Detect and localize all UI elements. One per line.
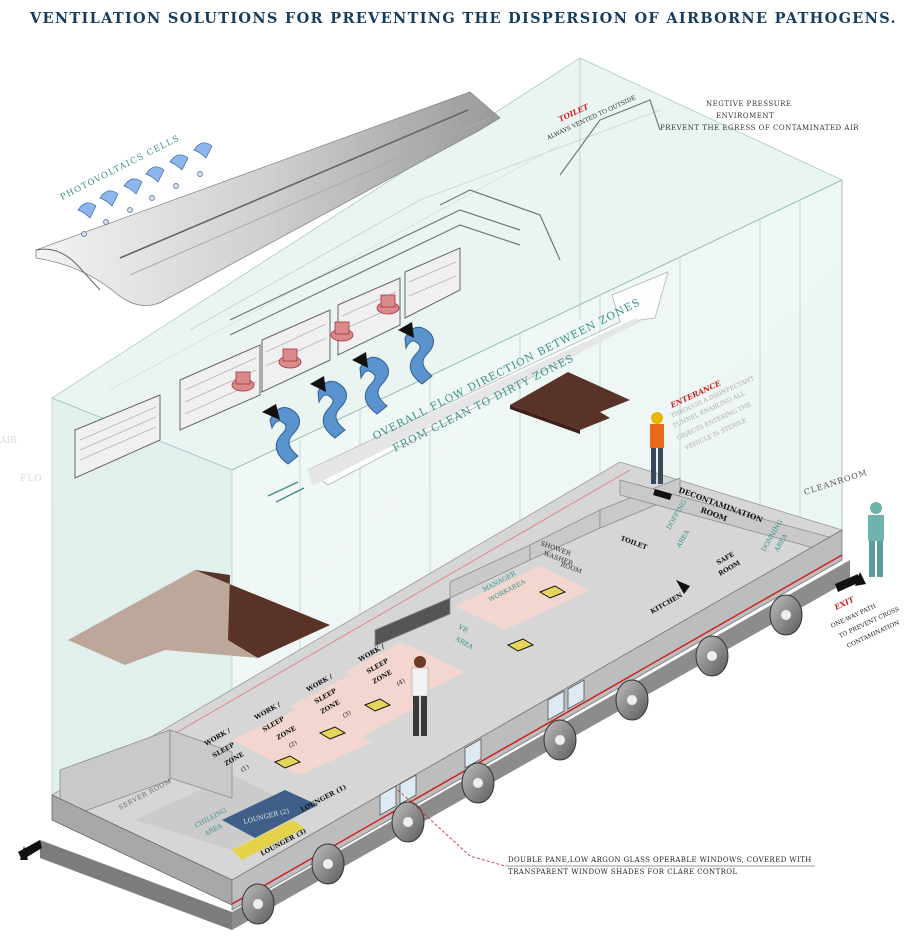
zone1-n: (1) <box>240 763 251 773</box>
ventilation-ducts <box>229 99 661 336</box>
vehicle-floor <box>51 461 843 881</box>
pv-label: PHOTOVOLTAICS CELLS <box>59 133 182 202</box>
medic-figure-exit <box>868 502 884 577</box>
wheel-hubs <box>253 610 791 909</box>
windows-note-2: TRANSPARENT WINDOW SHADES FOR CLARE CONT… <box>508 868 738 876</box>
photovoltaic-panel <box>35 91 501 307</box>
floating-wood-panel-small <box>510 372 630 434</box>
negative-pressure-3: PREVENT THE EGRESS OF CONTAMINATED AIR <box>660 124 859 132</box>
vehicle-chassis <box>40 560 850 930</box>
pv-cell-icons <box>77 142 213 237</box>
ghost-flow-text: FLO <box>20 474 43 484</box>
ghost-air-text: AIR <box>0 436 17 446</box>
airflow-arrows <box>269 326 434 465</box>
floor-path-arrows <box>273 585 567 769</box>
zone3-n: (3) <box>342 709 353 719</box>
exit-title: EXIT <box>832 594 857 612</box>
negative-pressure-2: ENVIROMENT <box>716 112 775 120</box>
floating-wood-panel-large <box>68 570 330 665</box>
airflow-arrowheads <box>262 322 414 420</box>
intake-swooshes <box>267 481 305 503</box>
flow-direction-arrow <box>307 271 669 486</box>
occupant-figure <box>411 656 429 736</box>
windows-note-1: DOUBLE PANE,LOW ARGON GLASS OPERABLE WIN… <box>508 856 812 864</box>
zone2-n: (2) <box>288 739 299 749</box>
zone4-n: (4) <box>396 677 407 687</box>
direction-chevrons <box>18 489 866 860</box>
worker-figure-entrance <box>650 412 664 484</box>
exhaust-fans <box>231 294 400 392</box>
windows-callout-line <box>397 789 506 867</box>
negative-pressure-1: NEGTIVE PRESSURE <box>706 100 792 108</box>
diagram-title: VENTILATION SOLUTIONS FOR PREVENTING THE… <box>30 10 897 27</box>
